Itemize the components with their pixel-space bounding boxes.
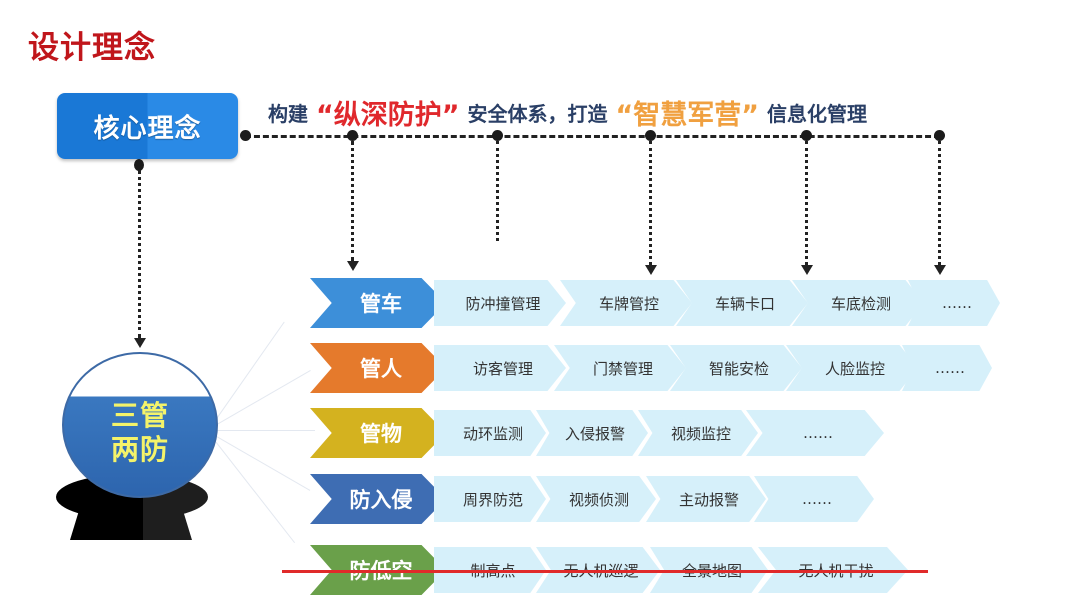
pedestal [70, 492, 192, 540]
arrow-down-icon [934, 265, 946, 275]
page-title: 设计理念 [28, 30, 156, 66]
item: 访客管理 [434, 345, 566, 391]
category-manage-vehicles: 管车 [310, 278, 446, 328]
item-more: …… [754, 476, 874, 522]
hub-globe: 三管 两防 [56, 352, 218, 542]
item: 防冲撞管理 [434, 280, 566, 326]
connector-horizontal [245, 135, 940, 138]
row-manage-people: 管人 访客管理 门禁管理 智能安检 人脸监控 …… [310, 343, 1010, 393]
row-manage-assets: 管物 动环监测 入侵报警 视频监控 …… [310, 408, 910, 458]
item-more: …… [902, 345, 992, 391]
item-more: …… [908, 280, 1000, 326]
slogan-highlight-smart-camp: “智慧军营” [615, 99, 760, 131]
connector-dot-icon [645, 130, 656, 141]
item: 视频监控 [638, 410, 758, 456]
item: 主动报警 [646, 476, 766, 522]
strikethrough-line [282, 570, 928, 573]
arrow-down-icon [347, 261, 359, 271]
item: 智能安检 [670, 345, 802, 391]
arrow-down-icon [134, 338, 146, 348]
arrow-down-icon [801, 265, 813, 275]
row-anti-intrusion: 防入侵 周界防范 视频侦测 主动报警 …… [310, 474, 910, 524]
connector-dot-icon [492, 130, 503, 141]
arrow-down-icon [645, 265, 657, 275]
globe: 三管 两防 [62, 352, 218, 498]
connector-vertical [649, 141, 652, 265]
hub-label-line2: 两防 [110, 433, 169, 466]
item: 周界防范 [434, 476, 546, 522]
item: 视频侦测 [536, 476, 656, 522]
item: 车牌管控 [560, 280, 692, 326]
fan-line [214, 435, 311, 491]
category-anti-intrusion: 防入侵 [310, 474, 446, 524]
connector-dot-icon [134, 159, 144, 171]
slogan-highlight-defense: “纵深防护” [316, 99, 460, 131]
item: 车底检测 [792, 280, 924, 326]
connector-vertical [496, 141, 499, 241]
connector-vertical [351, 141, 354, 261]
slogan-part3: 信息化管理 [767, 101, 867, 126]
row-manage-vehicles: 管车 防冲撞管理 车牌管控 车辆卡口 车底检测 …… [310, 278, 1010, 328]
connector-dot-icon [347, 130, 358, 141]
item: 入侵报警 [536, 410, 648, 456]
slogan: 构建 “纵深防护” 安全体系，打造 “智慧军营” 信息化管理 [268, 94, 867, 131]
connector-vertical [938, 141, 941, 265]
category-manage-people: 管人 [310, 343, 446, 393]
connector-vertical [805, 141, 808, 265]
item-more: …… [746, 410, 884, 456]
connector-dot-icon [801, 130, 812, 141]
item: 动环监测 [434, 410, 546, 456]
slogan-part2: 安全体系，打造 [467, 101, 608, 126]
item: 门禁管理 [554, 345, 686, 391]
item: 车辆卡口 [676, 280, 808, 326]
core-concept-box: 核心理念 [57, 93, 238, 159]
slogan-part1: 构建 [268, 101, 308, 126]
category-manage-assets: 管物 [310, 408, 446, 458]
fan-line [215, 430, 315, 431]
hub-label-line1: 三管 [110, 399, 169, 432]
item: 人脸监控 [786, 345, 918, 391]
connector-vertical [138, 170, 141, 338]
connector-dot-icon [934, 130, 945, 141]
fan-line [214, 440, 296, 544]
connector-dot-icon [240, 130, 251, 141]
